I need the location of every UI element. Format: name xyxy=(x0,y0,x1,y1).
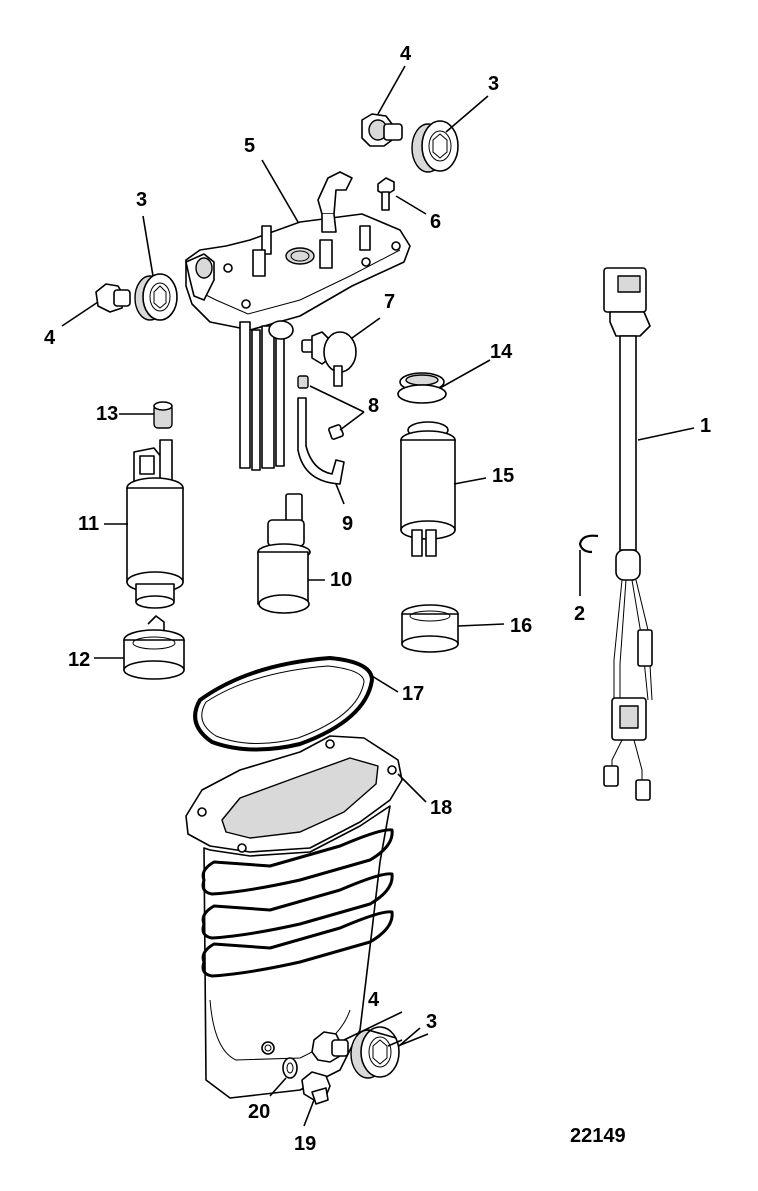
retainer-12 xyxy=(123,615,185,680)
callout-7: 7 xyxy=(384,291,395,313)
washer-20 xyxy=(282,1057,298,1079)
callout-3-bottom: 3 xyxy=(426,1011,437,1033)
callout-13: 13 xyxy=(96,403,118,425)
clip-2 xyxy=(578,534,599,554)
fuel-pump-15 xyxy=(400,421,456,557)
housing-18 xyxy=(185,735,403,1099)
plug-4-bottom xyxy=(311,1031,349,1063)
callout-1: 1 xyxy=(700,415,711,437)
plug-3-bottom xyxy=(350,1026,400,1079)
callout-10: 10 xyxy=(330,569,352,591)
callout-8: 8 xyxy=(368,395,379,417)
seal-14 xyxy=(397,372,447,404)
callout-20: 20 xyxy=(248,1101,270,1123)
plug-3-top xyxy=(411,120,459,173)
hose-9 xyxy=(297,397,345,485)
cover-5 xyxy=(185,171,411,331)
sender-10 xyxy=(257,493,311,614)
callout-15: 15 xyxy=(492,465,514,487)
leader-lines xyxy=(61,65,695,1127)
sleeve-13 xyxy=(153,401,173,429)
callout-3-top: 3 xyxy=(488,73,499,95)
plug-4-left xyxy=(95,283,131,313)
fuel-pump-11 xyxy=(126,439,184,609)
callout-labels: 4 3 5 3 6 4 7 14 8 1 13 15 11 9 10 2 16 … xyxy=(44,43,711,1155)
callout-4-bottom: 4 xyxy=(368,989,380,1011)
pressure-regulator-7 xyxy=(301,331,357,387)
figure-number: 22149 xyxy=(570,1125,626,1147)
retainer-16 xyxy=(401,604,459,653)
callout-18: 18 xyxy=(430,797,452,819)
callout-4-left: 4 xyxy=(44,327,56,349)
callout-6: 6 xyxy=(430,211,441,233)
harness-1 xyxy=(603,267,653,801)
callout-12: 12 xyxy=(68,649,90,671)
callout-4-top: 4 xyxy=(400,43,412,65)
callout-3-left: 3 xyxy=(136,189,147,211)
callout-14: 14 xyxy=(490,341,513,363)
o-ring-17 xyxy=(193,656,374,752)
callout-9: 9 xyxy=(342,513,353,535)
drain-plug-19 xyxy=(301,1071,331,1105)
plug-4-top xyxy=(361,113,403,147)
screw-6 xyxy=(377,177,395,211)
callout-17: 17 xyxy=(402,683,424,705)
clamps-8 xyxy=(297,375,344,440)
plug-3-left xyxy=(134,273,178,321)
callout-16: 16 xyxy=(510,615,532,637)
callout-19: 19 xyxy=(294,1133,316,1155)
pickup-tubes xyxy=(239,320,294,471)
callout-11: 11 xyxy=(78,513,99,535)
callout-5: 5 xyxy=(244,135,255,157)
callout-2: 2 xyxy=(574,603,585,625)
